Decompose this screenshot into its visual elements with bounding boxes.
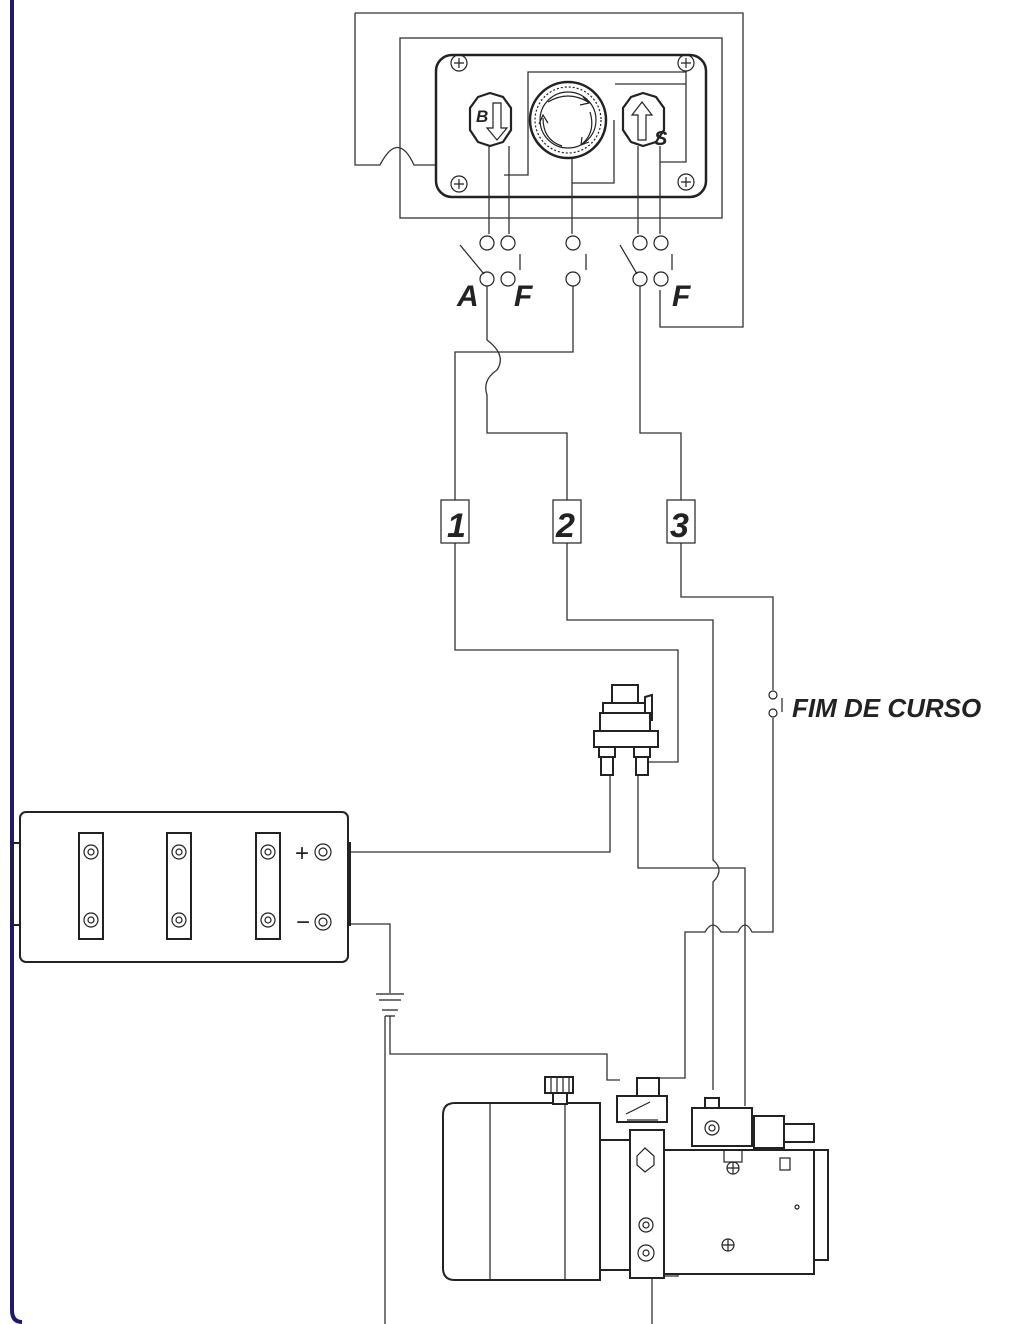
screw-icon: [677, 54, 695, 72]
positive-terminal-label: +: [295, 840, 309, 867]
wire-label-box: 3: [666, 499, 696, 545]
up-button[interactable]: S: [621, 91, 668, 150]
screw-icon: [677, 173, 695, 191]
arrow-down-icon: [485, 102, 509, 141]
contact-label-a: A: [456, 280, 479, 313]
limit-switch: [768, 690, 783, 718]
limit-switch-label: FIM DE CURSO: [792, 693, 981, 723]
wire-label-box: 2: [552, 499, 582, 545]
screw-icon: [450, 54, 468, 72]
svg-text:3: 3: [670, 507, 689, 545]
wiring: FIM DE CURSO: [330, 286, 981, 1324]
contact-label-f: F: [514, 280, 533, 313]
contact-label-f: F: [672, 280, 691, 313]
ground-symbol: [376, 993, 404, 1017]
negative-terminal-label: −: [296, 909, 310, 936]
arrow-up-icon: [630, 101, 654, 141]
page-frame: [10, 0, 23, 1324]
wire-label-box: 1: [440, 499, 470, 545]
control-panel: B S: [354, 12, 744, 328]
rotate-arrows-icon: [538, 95, 593, 147]
battery: + −: [12, 811, 351, 963]
screw-icon: [450, 175, 468, 193]
svg-text:1: 1: [447, 507, 466, 545]
contact-block: A F F: [456, 235, 691, 313]
svg-text:2: 2: [555, 507, 575, 545]
up-button-letter: S: [654, 128, 668, 150]
solenoid-relay: [593, 684, 659, 776]
down-button-letter: B: [476, 107, 488, 126]
down-button[interactable]: B: [468, 91, 513, 148]
rotate-button[interactable]: [528, 80, 608, 160]
hydraulic-power-unit: [442, 1076, 829, 1281]
